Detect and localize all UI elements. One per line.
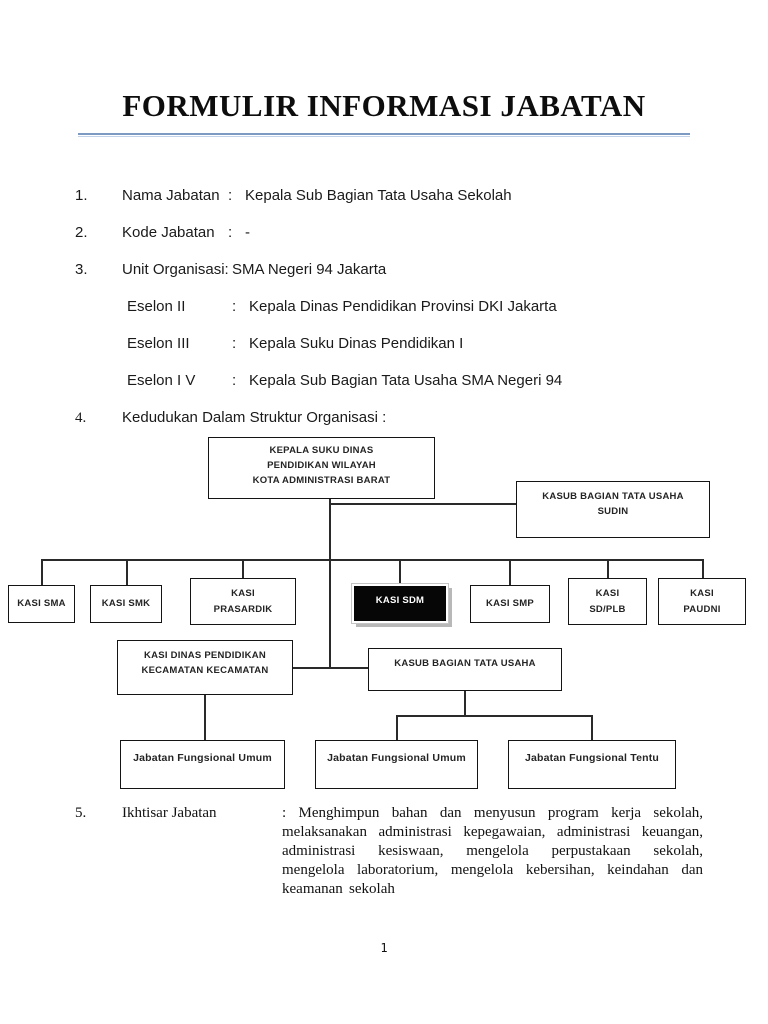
box-label: KECAMATAN KECAMATAN [141,665,269,677]
connector-line [329,498,331,668]
box-label: KASI SMA [17,598,66,610]
box-label: KASUB BAGIAN TATA USAHA [394,658,536,669]
field-label: Unit Organisasi: [122,261,229,278]
box-label: Jabatan Fungsional Umum [133,752,272,764]
connector-line [591,715,593,740]
box-label: PAUDNI [683,603,721,615]
box-label: PENDIDIKAN WILAYAH [267,460,376,472]
org-box-kasub-bagian-tata-usaha-sudin: KASUB BAGIAN TATA USAHA SUDIN [516,481,710,538]
org-box-kasi-smk: KASI SMK [90,585,162,623]
org-box-kasi-smp: KASI SMP [470,585,550,623]
item-number: 5. [75,805,87,821]
org-box-kasi-prasardik: KASI PRASARDIK [190,578,296,625]
field-label: Eselon I V [127,372,196,389]
org-box-jabatan-fungsional-umum-1: Jabatan Fungsional Umum [120,740,285,789]
box-label: KASI SMP [486,598,534,610]
box-label: KASI [231,588,255,600]
item-number: 2. [75,224,88,241]
form-item-unit-organisasi: 3. Unit Organisasi: SMA Negeri 94 Jakart… [0,261,768,279]
connector-line [242,559,244,578]
colon: : [228,224,233,241]
org-box-kasi-dinas-pendidikan-kecamatan: KASI DINAS PENDIDIKAN KECAMATAN KECAMATA… [117,640,293,695]
org-box-kasi-sdm-highlighted: KASI SDM [351,583,449,624]
field-label: Nama Jabatan [122,187,220,204]
item-number: 4. [75,410,87,426]
box-label: PRASARDIK [213,603,273,615]
connector-line [509,559,511,585]
org-box-kasi-sma: KASI SMA [8,585,75,623]
box-label: KEPALA SUKU DINAS [269,445,374,456]
connector-line [702,559,704,578]
form-item-nama-jabatan: 1. Nama Jabatan : Kepala Sub Bagian Tata… [0,187,768,205]
org-box-kepala-suku-dinas: KEPALA SUKU DINAS PENDIDIKAN WILAYAH KOT… [208,437,435,499]
connector-line [396,715,592,717]
connector-line [41,559,43,585]
connector-line [41,559,703,561]
field-value: SMA Negeri 94 Jakarta [232,261,387,278]
field-value: Kepala Dinas Pendidikan Provinsi DKI Jak… [249,298,557,315]
box-label: Jabatan Fungsional Umum [327,752,466,764]
connector-line [607,559,609,578]
field-label: Kedudukan Dalam Struktur Organisasi : [122,409,387,426]
page-number: 1 [380,941,388,955]
box-label: KASI [595,588,620,600]
connector-line [464,691,466,716]
box-label: Jabatan Fungsional Tentu [524,752,660,764]
colon: : [232,372,237,389]
field-label: Kode Jabatan [122,224,215,241]
field-value: Kepala Sub Bagian Tata Usaha SMA Negeri … [249,372,563,389]
field-label: Eselon III [127,335,190,352]
box-label: KASUB BAGIAN TATA USAHA [542,491,684,502]
form-item-eselon-iv: Eselon I V : Kepala Sub Bagian Tata Usah… [0,372,768,390]
form-item-eselon-ii: Eselon II : Kepala Dinas Pendidikan Prov… [0,298,768,316]
form-item-ikhtisar-jabatan: 5. Ikhtisar Jabatan : Menghimpun bahan d… [0,804,768,899]
org-box-kasi-paudni: KASI PAUDNI [658,578,746,625]
connector-line [329,503,517,505]
connector-line [204,695,206,740]
field-label: Ikhtisar Jabatan [122,805,217,821]
org-box-jabatan-fungsional-tertentu: Jabatan Fungsional Tentu [508,740,676,789]
title-divider [78,133,690,137]
page-title: FORMULIR INFORMASI JABATAN [122,88,646,123]
field-value: Kepala Suku Dinas Pendidikan I [249,335,464,352]
field-value: - [245,224,250,241]
org-box-kasi-sd-plb: KASI SD/PLB [568,578,647,625]
box-label: SUDIN [597,506,629,518]
colon: : [232,298,237,315]
connector-line [399,559,401,584]
org-box-kasub-bagian-tata-usaha: KASUB BAGIAN TATA USAHA [368,648,562,691]
box-label: KASI DINAS PENDIDIKAN [144,650,266,661]
org-chart: KEPALA SUKU DINAS PENDIDIKAN WILAYAH KOT… [0,437,768,795]
connector-line [126,559,128,585]
box-label: KASI SDM [375,595,425,606]
field-label: Eselon II [127,298,186,315]
box-label: KOTA ADMINISTRASI BARAT [252,475,391,487]
field-value: Kepala Sub Bagian Tata Usaha Sekolah [245,187,512,204]
colon: : [228,187,233,204]
box-label: SD/PLB [589,603,626,615]
field-value: : Menghimpun bahan dan menyusun program … [282,805,703,897]
form-item-kedudukan: 4. Kedudukan Dalam Struktur Organisasi : [0,409,768,427]
form-item-kode-jabatan: 2. Kode Jabatan : - [0,224,768,242]
form-item-eselon-iii: Eselon III : Kepala Suku Dinas Pendidika… [0,335,768,353]
form-fields: 1. Nama Jabatan : Kepala Sub Bagian Tata… [0,187,768,427]
colon: : [232,335,237,352]
item-number: 3. [75,261,88,278]
connector-line [396,715,398,740]
item-number: 1. [75,187,88,204]
box-label: KASI [690,588,714,600]
box-label: KASI SMK [101,598,151,610]
connector-line [293,667,368,669]
org-box-jabatan-fungsional-umum-2: Jabatan Fungsional Umum [315,740,478,789]
